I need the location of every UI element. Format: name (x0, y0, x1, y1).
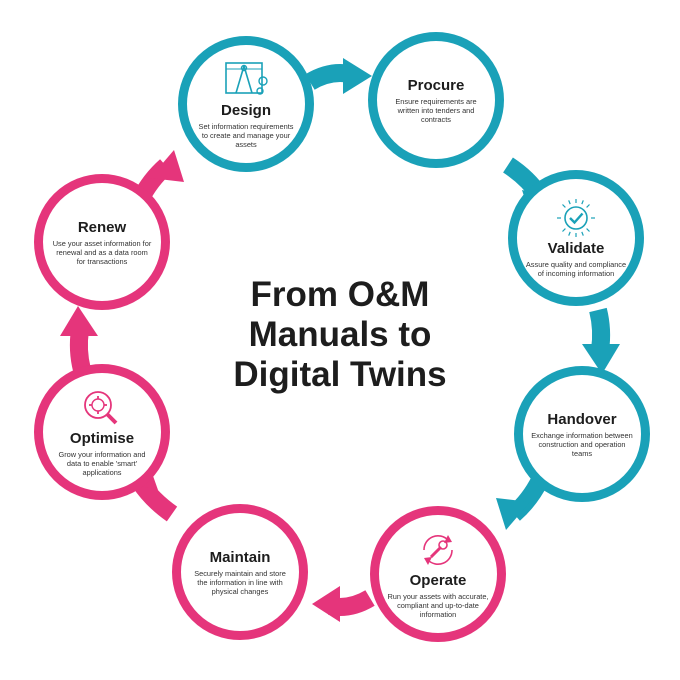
design-tools-icon (225, 61, 268, 95)
step-procure: Procure Ensure requirements are written … (368, 32, 504, 168)
wrench-cycle-icon (423, 534, 453, 565)
step-description: Exchange information between constructio… (531, 430, 633, 458)
step-description: Ensure requirements are written into ten… (395, 96, 477, 124)
step-description: Run your assets with accurate, compliant… (387, 591, 489, 619)
step-title: Renew (77, 218, 127, 236)
step-description: Use your asset information for renewal a… (52, 238, 152, 266)
step-maintain: Maintain Securely maintain and store the… (172, 504, 308, 640)
title-line: Digital Twins (233, 355, 447, 394)
step-title: Handover (547, 410, 617, 428)
title-line: From O&M (250, 275, 430, 314)
ring-arrow-operate-maintain (312, 586, 375, 622)
ring-arrow-handover-operate (496, 475, 549, 530)
step-handover: Handover Exchange information between co… (514, 366, 650, 502)
step-validate: Validate Assure quality and compliance o… (508, 170, 644, 306)
step-title: Maintain (209, 548, 271, 566)
step-description: Assure quality and compliance of incomin… (525, 260, 627, 278)
gear-search-icon (84, 390, 118, 424)
step-description: Grow your information and data to enable… (58, 449, 146, 477)
title-line: Manuals to (248, 315, 432, 354)
diagram-title: From O&M Manuals to Digital Twins (190, 275, 490, 395)
badge-check-icon (557, 199, 595, 237)
ring-arrow-validate-handover (582, 307, 620, 374)
step-title: Optimise (69, 429, 135, 447)
step-title: Validate (547, 240, 605, 257)
ring-arrow-optimise-renew (60, 306, 98, 373)
step-description: Securely maintain and store the informat… (194, 568, 286, 596)
step-operate: Operate Run your assets with accurate, c… (370, 506, 506, 642)
step-renew: Renew Use your asset information for ren… (34, 174, 170, 310)
step-title: Procure (407, 76, 465, 94)
step-description: Set information requirements to create a… (198, 121, 294, 149)
step-title: Operate (409, 571, 467, 589)
ring-arrow-design-procure (305, 58, 372, 94)
step-optimise: Optimise Grow your information and data … (34, 364, 170, 500)
step-title: Design (220, 101, 271, 119)
step-design: Design Set information requirements to c… (178, 36, 314, 172)
